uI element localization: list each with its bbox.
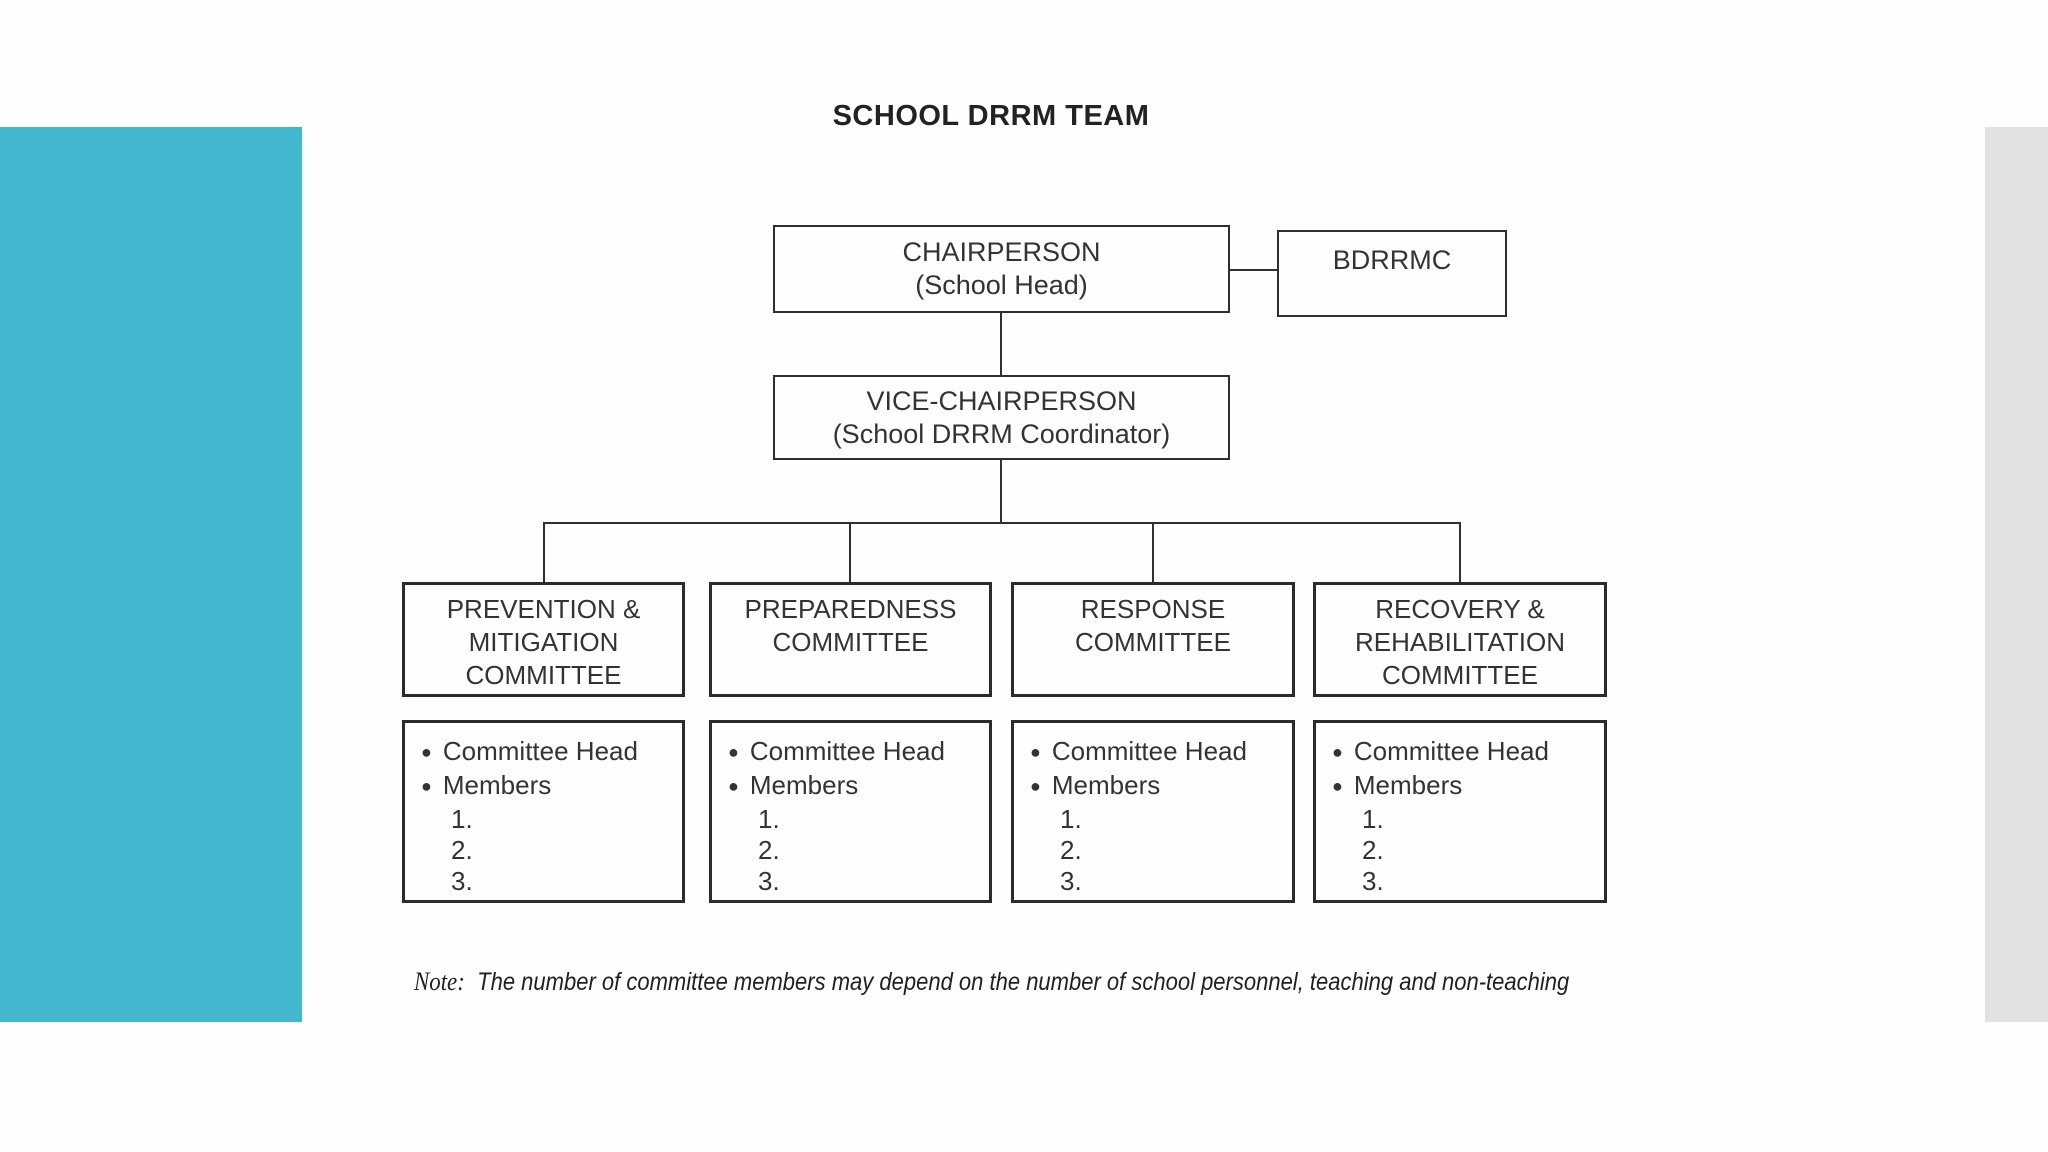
member-bullet-item: ● Members <box>728 770 983 804</box>
member-number-item: 2. <box>1060 835 1082 865</box>
chairperson-subtitle: (School Head) <box>915 270 1088 300</box>
chairperson-box: CHAIRPERSON (School Head) <box>773 225 1230 313</box>
member-bullet-item: ● Members <box>421 770 676 804</box>
committee-name-line: COMMITTEE <box>1075 627 1231 657</box>
connector-bus <box>543 522 1461 524</box>
member-number-item: 3. <box>1060 866 1082 896</box>
members-box-prevention-mitigation: ● Committee Head ● Members 1. 2. 3. <box>402 720 685 903</box>
members-box-preparedness: ● Committee Head ● Members 1. 2. 3. <box>709 720 992 903</box>
bdrrmc-label: BDRRMC <box>1332 245 1452 275</box>
bullet-icon: ● <box>421 776 432 796</box>
committee-name-line: RESPONSE <box>1080 594 1226 624</box>
bdrrmc-box: BDRRMC <box>1277 230 1507 317</box>
committee-name-line: PREPAREDNESS <box>744 594 957 624</box>
bullet-icon: ● <box>728 742 739 762</box>
bullet-icon: ● <box>1030 742 1041 762</box>
member-bullet-item: ● Committee Head <box>421 736 676 770</box>
connector-chair-to-vice <box>1000 313 1002 375</box>
committee-name-line: PREVENTION & <box>446 594 641 624</box>
footnote: Note: The number of committee members may… <box>414 967 1569 997</box>
connector-drop-committee-3 <box>1152 522 1154 582</box>
committee-name-line: COMMITTEE <box>1382 660 1538 690</box>
member-number-item: 2. <box>758 835 780 865</box>
connector-drop-committee-4 <box>1459 522 1461 582</box>
chairperson-title: CHAIRPERSON <box>902 237 1101 267</box>
member-bullet-label: Members <box>749 770 859 800</box>
committee-box-preparedness: PREPAREDNESS COMMITTEE <box>709 582 992 697</box>
member-bullet-label: Members <box>1051 770 1161 800</box>
committee-name-line: COMMITTEE <box>772 627 929 657</box>
member-bullet-label: Members <box>1353 770 1463 800</box>
footnote-text: The number of committee members may depe… <box>477 968 1570 996</box>
vice-chairperson-subtitle: (School DRRM Coordinator) <box>832 418 1171 449</box>
committee-box-recovery-rehabilitation: RECOVERY & REHABILITATION COMMITTEE <box>1313 582 1607 697</box>
member-bullet-label: Committee Head <box>1051 736 1247 766</box>
member-bullet-item: ● Committee Head <box>1030 736 1286 770</box>
member-number-item: 1. <box>451 804 473 834</box>
bullet-icon: ● <box>1332 742 1343 762</box>
committee-box-response: RESPONSE COMMITTEE <box>1011 582 1295 697</box>
committee-name-line: RECOVERY & <box>1375 594 1545 624</box>
member-number-item: 3. <box>758 866 780 896</box>
member-bullet-item: ● Committee Head <box>1332 736 1598 770</box>
footnote-label: Note: <box>414 967 465 996</box>
member-number-item: 1. <box>1362 804 1384 834</box>
member-number-item: 2. <box>451 835 473 865</box>
member-number-item: 2. <box>1362 835 1384 865</box>
bullet-icon: ● <box>1332 776 1343 796</box>
connector-drop-committee-2 <box>849 522 851 582</box>
committee-name-line: REHABILITATION <box>1355 627 1565 657</box>
page-title: SCHOOL DRRM TEAM <box>832 100 1150 132</box>
member-bullet-item: ● Members <box>1332 770 1598 804</box>
members-box-response: ● Committee Head ● Members 1. 2. 3. <box>1011 720 1295 903</box>
committee-name-line: COMMITTEE <box>465 660 622 690</box>
member-number-item: 1. <box>758 804 780 834</box>
connector-drop-committee-1 <box>543 522 545 582</box>
member-number-item: 3. <box>451 866 473 896</box>
committee-box-prevention-mitigation: PREVENTION & MITIGATION COMMITTEE <box>402 582 685 697</box>
member-bullet-label: Committee Head <box>1353 736 1549 766</box>
connector-vice-to-bus <box>1000 460 1002 524</box>
vice-chairperson-box: VICE-CHAIRPERSON (School DRRM Coordinato… <box>773 375 1230 460</box>
bullet-icon: ● <box>421 742 432 762</box>
members-box-recovery-rehabilitation: ● Committee Head ● Members 1. 2. 3. <box>1313 720 1607 903</box>
member-bullet-item: ● Committee Head <box>728 736 983 770</box>
vice-chairperson-title: VICE-CHAIRPERSON <box>866 385 1137 416</box>
member-bullet-label: Committee Head <box>442 736 638 766</box>
left-accent-bar <box>0 127 302 1022</box>
member-bullet-label: Members <box>442 770 552 800</box>
right-accent-bar <box>1985 127 2048 1022</box>
connector-chair-to-bdrrmc <box>1230 269 1277 271</box>
bullet-icon: ● <box>1030 776 1041 796</box>
member-bullet-label: Committee Head <box>749 736 945 766</box>
committee-name-line: MITIGATION <box>468 627 619 657</box>
member-number-item: 1. <box>1060 804 1082 834</box>
member-bullet-item: ● Members <box>1030 770 1286 804</box>
bullet-icon: ● <box>728 776 739 796</box>
member-number-item: 3. <box>1362 866 1384 896</box>
